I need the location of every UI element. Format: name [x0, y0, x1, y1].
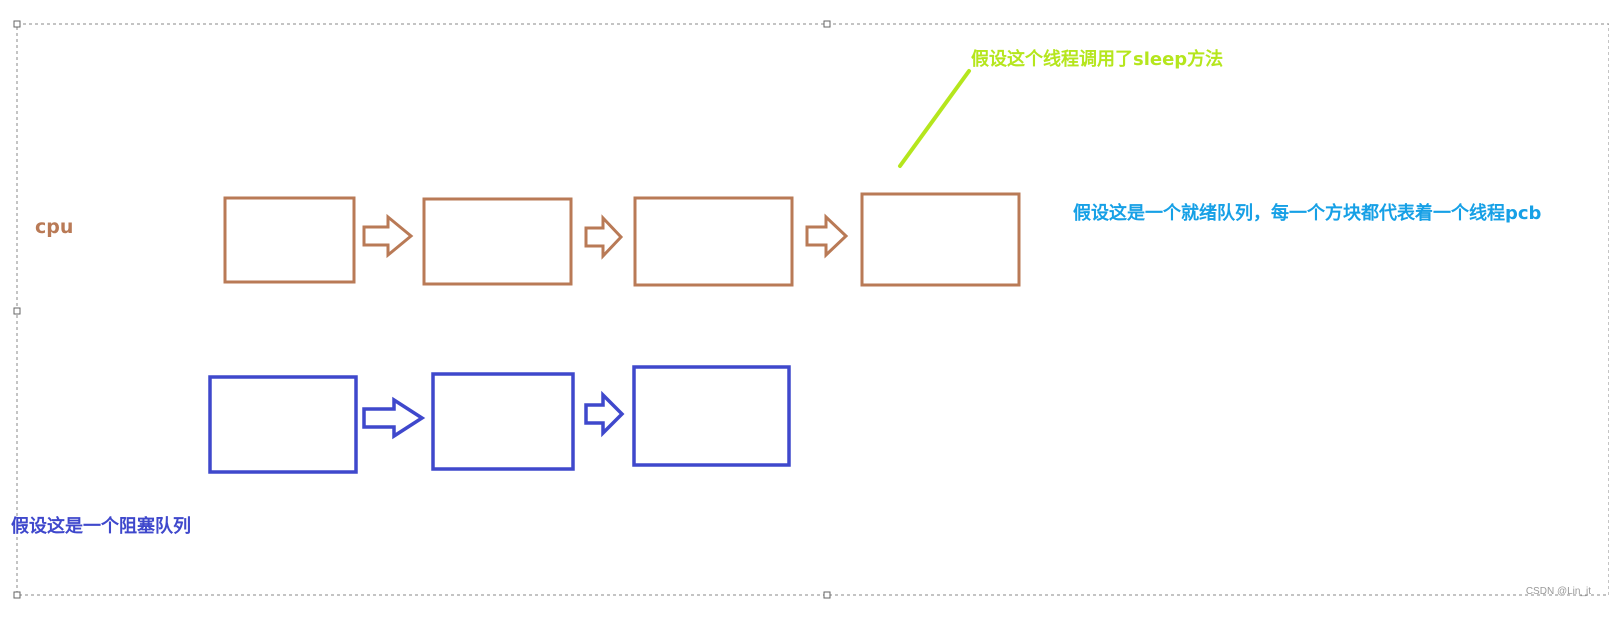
- frame-handle[interactable]: [823, 20, 831, 28]
- ready-arrow-icon: [362, 213, 414, 259]
- frame-handle[interactable]: [13, 20, 21, 28]
- frame-handle[interactable]: [13, 591, 21, 599]
- ready-queue: [223, 192, 1021, 287]
- ready-thread-block: [633, 196, 794, 287]
- sleep-note-label: 假设这个线程调用了sleep方法: [971, 49, 1224, 70]
- frame-handle[interactable]: [823, 591, 831, 599]
- blocked-queue: [208, 365, 791, 474]
- sleep-pointer-line: [898, 69, 971, 168]
- cpu-label: cpu: [35, 216, 74, 238]
- watermark: CSDN @Lin_jt: [1525, 586, 1591, 597]
- ready-arrow-icon: [584, 214, 624, 260]
- ready-thread-block: [422, 197, 573, 286]
- blocked-thread-block: [632, 365, 791, 467]
- blocked-thread-block: [208, 375, 358, 474]
- selection-frame: [13, 20, 1609, 599]
- blocked-arrow-icon: [362, 396, 426, 440]
- ready-thread-block: [223, 196, 356, 284]
- ready-queue-label: 假设这是一个就绪队列，每一个方块都代表着一个线程pcb: [1073, 203, 1542, 224]
- blocked-arrow-icon: [584, 390, 625, 438]
- frame-handle[interactable]: [13, 307, 21, 315]
- blocked-queue-label: 假设这是一个阻塞队列: [11, 516, 191, 537]
- ready-arrow-icon: [805, 213, 849, 259]
- blocked-thread-block: [431, 372, 575, 471]
- ready-thread-block: [860, 192, 1021, 287]
